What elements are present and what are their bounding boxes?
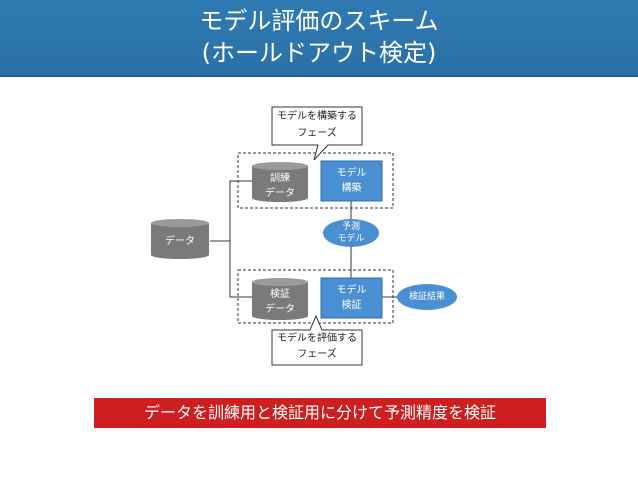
title-line-2: (ホールドアウト検定): [201, 39, 437, 67]
model-build-box: [320, 160, 383, 202]
predict-model-label-1: 予測: [341, 222, 360, 232]
model-eval-label-1: モデル: [336, 285, 367, 296]
callout-eval-line-1: モデルを評価する: [277, 333, 357, 344]
model-build-label-1: モデル: [336, 168, 367, 179]
eval-result-ellipse: [397, 284, 457, 310]
train-data-label-2: データ: [265, 188, 295, 199]
test-data-cylinder: [252, 278, 308, 320]
connector-data-to-test: [229, 241, 252, 298]
model-build-label-2: 構築: [341, 183, 362, 194]
eval-result-label: 検証結果: [408, 292, 445, 302]
callout-build-shape: [271, 106, 363, 161]
data-label: データ: [165, 236, 195, 247]
callout-eval-line-2: フェーズ: [297, 349, 337, 360]
callout-build-line-1: モデルを構築する: [277, 111, 357, 122]
test-data-label-1: 検証: [270, 289, 290, 300]
callout-eval-shape: [271, 314, 363, 366]
title-line-1: モデル評価のスキーム: [199, 7, 439, 35]
predict-model-label-2: モデル: [337, 234, 365, 244]
train-data-label-1: 訓練: [270, 173, 290, 184]
model-eval-box: [320, 277, 383, 319]
model-eval-label-2: 検証: [341, 300, 362, 311]
connector-data-to-train: [210, 180, 252, 242]
summary-banner: データを訓練用と検証用に分けて予測精度を検証: [94, 398, 546, 428]
train-data-cylinder: [252, 162, 308, 202]
title-bar: モデル評価のスキーム (ホールドアウト検定): [0, 0, 638, 77]
predict-model-ellipse: [323, 219, 379, 247]
callout-build-line-2: フェーズ: [297, 128, 337, 139]
test-data-label-2: データ: [265, 304, 295, 315]
data-cylinder: [151, 219, 209, 259]
